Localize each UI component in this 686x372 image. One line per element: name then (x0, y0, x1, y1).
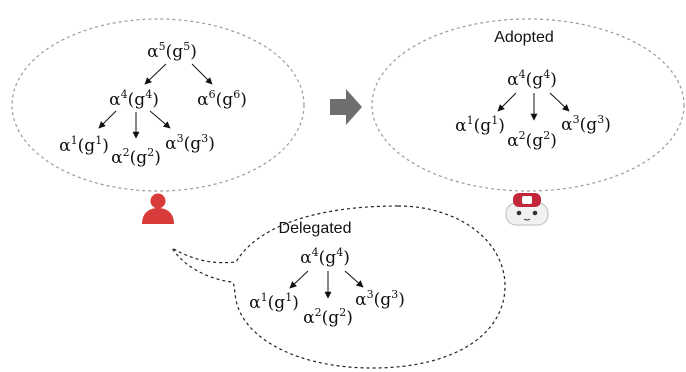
left-thought-bubble (11, 18, 305, 192)
delegated-node-alpha4: α4(g4) (300, 246, 350, 268)
delegated-node-alpha1: α1(g1) (249, 291, 299, 313)
node-alpha4: α4(g4) (109, 88, 159, 110)
delegated-title: Delegated (279, 220, 352, 237)
edge-a5-a4 (144, 63, 167, 85)
edge-a4-a1 (98, 110, 117, 129)
right-thought-bubble (371, 18, 685, 192)
person-icon (142, 193, 174, 224)
node-alpha6: α6(g6) (197, 88, 247, 110)
node-alpha5: α5(g5) (147, 40, 197, 62)
node-alpha2: α2(g2) (111, 146, 161, 168)
delegated-edge-a4-a1 (289, 270, 309, 289)
right-arrow-icon (330, 89, 362, 125)
adopted-node-alpha2: α2(g2) (507, 129, 557, 151)
edge-a5-a6 (191, 63, 213, 85)
adopted-node-alpha1: α1(g1) (455, 114, 505, 136)
adopted-node-alpha4: α4(g4) (507, 68, 557, 90)
edge-a4-a3 (149, 110, 171, 129)
adopted-edge-a4-a1 (497, 92, 517, 112)
node-alpha3: α3(g3) (165, 132, 215, 154)
delegated-edge-a4-a3 (344, 270, 364, 288)
adopted-edge-a4-a3 (549, 92, 570, 112)
node-alpha1: α1(g1) (59, 134, 109, 156)
adopted-title: Adopted (494, 29, 554, 46)
delegated-node-alpha2: α2(g2) (303, 306, 353, 328)
adopted-node-alpha3: α3(g3) (561, 113, 611, 135)
delegated-node-alpha3: α3(g3) (355, 288, 405, 310)
robot-icon (505, 193, 549, 226)
